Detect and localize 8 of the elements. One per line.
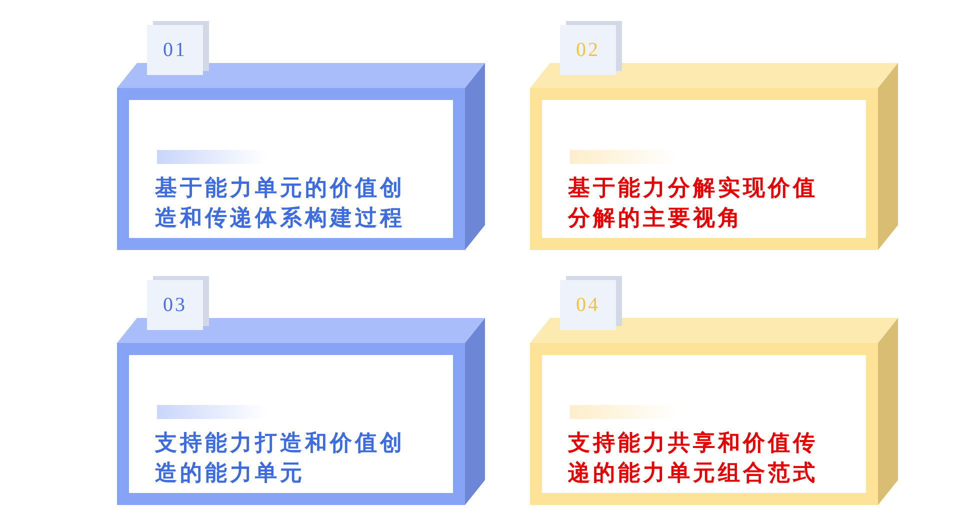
number-tab: 04	[560, 280, 616, 330]
card-title: 基于能力分解实现价值分解的主要视角	[568, 174, 819, 232]
number-tab: 02	[560, 25, 616, 75]
card-title: 支持能力共享和价值传递的能力单元组合范式	[568, 429, 819, 487]
card-title: 基于能力单元的价值创造和传递体系构建过程	[155, 174, 406, 232]
number-tab: 03	[147, 280, 203, 330]
number-tab: 01	[147, 25, 203, 75]
card-title: 支持能力打造和价值创造的能力单元	[155, 429, 406, 487]
